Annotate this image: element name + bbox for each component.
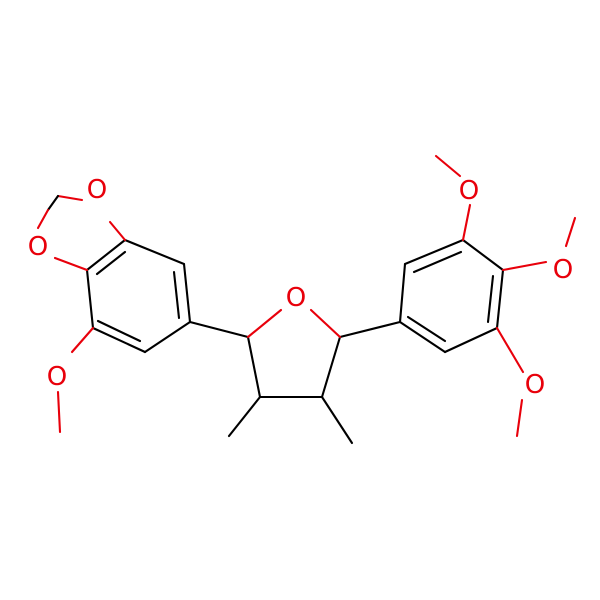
oxygen-atom-label: O	[553, 255, 573, 285]
bond-ring-b-6-inner	[406, 315, 447, 343]
bond-o1-ch2	[56, 194, 84, 202]
bond-c3-methyl	[227, 395, 262, 438]
bond-c4-c5	[320, 335, 342, 399]
bond-ring-b-2	[403, 238, 465, 266]
bond-o5-methyl	[434, 154, 462, 178]
bond-o5-ring	[461, 203, 472, 242]
oxygen-atom-label: O	[28, 232, 48, 262]
bond-o1-ring	[108, 220, 127, 242]
oxygen-bonds	[36, 154, 577, 438]
oxygen-atom-label: O	[459, 176, 479, 206]
bond-ring-a-1	[123, 238, 186, 266]
bond-o3-ring	[70, 326, 95, 354]
bond-o7-ring	[495, 326, 525, 374]
bond-ring-b-5	[443, 326, 499, 354]
bond-o6-methyl	[564, 216, 577, 248]
oxygen-atom-label: O	[87, 175, 107, 205]
oxygen-atom-label: O	[286, 283, 306, 313]
bond-ring-a-4	[91, 326, 147, 354]
bond-ring-a-6-inner	[95, 250, 127, 276]
bond-ring-a-3	[143, 320, 192, 354]
bond-ring-b-6	[398, 320, 447, 354]
oxygen-atom-label: O	[47, 362, 67, 392]
bond-c5-to-ring-b	[338, 320, 402, 339]
bond-ring-a-6	[85, 238, 127, 272]
bond-o6-ring	[501, 260, 548, 272]
bond-ring-b-3	[461, 238, 505, 272]
bond-ring-a-2	[182, 262, 192, 324]
bond-ch2-o2	[36, 208, 50, 230]
bond-ring-b-4-inner	[486, 274, 495, 324]
bond-c2-c3	[246, 335, 262, 399]
bond-ring-a-4-inner	[96, 319, 142, 343]
bond-o2-ring	[53, 256, 89, 272]
bond-c4-methyl	[320, 395, 354, 445]
carbon-bonds	[85, 238, 505, 445]
bond-ring-a-5	[85, 268, 95, 330]
bond-o3-methyl	[56, 390, 62, 434]
bond-o7-methyl	[515, 398, 524, 438]
bond-o4-c5	[309, 308, 342, 339]
bond-c2-o4	[246, 308, 283, 339]
oxygen-atom-label: O	[525, 370, 545, 400]
bond-ring-a-2-inner	[172, 270, 181, 320]
bond-ring-a-to-c2	[188, 320, 250, 339]
bond-ring-b-1	[398, 262, 407, 324]
bond-ring-b-4	[495, 268, 505, 330]
atom-labels: O O O O O O O	[28, 175, 573, 400]
bond-ch2-left	[46, 194, 60, 212]
bond-ring-b-2-inner	[412, 250, 463, 274]
